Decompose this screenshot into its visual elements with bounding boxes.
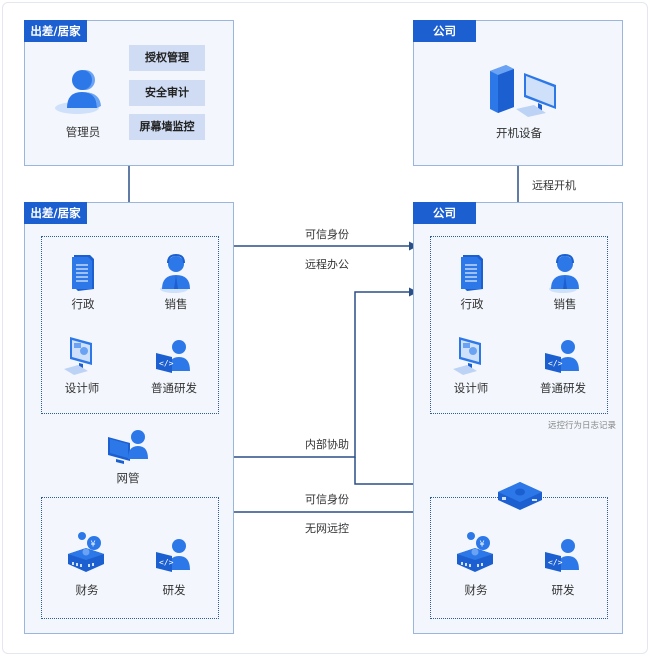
svg-text:</>: </>: [159, 359, 174, 368]
panel-tag: 出差/居家: [24, 202, 87, 224]
panel-company-users: 公司: [413, 202, 623, 634]
edge-label-internal-assist: 内部协助: [303, 436, 351, 452]
audit-log-note: 远控行为日志记录: [548, 421, 617, 431]
user-designer-monitor-label: 设计师: [64, 381, 100, 395]
headset-user-icon: [158, 253, 194, 297]
admin-label: 管理员: [65, 125, 101, 139]
developer-user-icon: </>: [543, 337, 583, 381]
svg-text:¥: ¥: [91, 540, 96, 549]
user-finance-machine-label: 财务: [75, 583, 99, 597]
user-finance-machine-label: 财务: [464, 583, 488, 597]
panel-tag: 公司: [413, 202, 476, 224]
user-document-label: 行政: [71, 297, 95, 311]
document-icon: [457, 253, 487, 297]
panel-company-device: 公司 开机设备: [413, 20, 623, 166]
user-document-label: 行政: [460, 297, 484, 311]
network-admin-label: 网管: [116, 471, 140, 485]
edge-label-trusted-identity: 可信身份: [303, 226, 351, 242]
panel-remote-users: 出差/居家: [24, 202, 234, 634]
user-designer-monitor-label: 设计师: [453, 381, 489, 395]
feature-auth-management[interactable]: 授权管理: [129, 45, 205, 71]
user-group-general: [430, 236, 608, 414]
user-headset-user-label: 销售: [553, 297, 577, 311]
edge-label-offline-remote: 无网远控: [303, 520, 351, 536]
edge-label-trusted-identity: 可信身份: [303, 491, 351, 507]
user-developer-user-label: 研发: [551, 583, 575, 597]
user-group-general: [41, 236, 219, 414]
desktop-computer-icon: [484, 61, 564, 123]
finance-machine-icon: ¥: [64, 530, 110, 580]
svg-text:</>: </>: [159, 558, 174, 567]
edge-label-remote-office: 远程办公: [303, 256, 351, 272]
document-icon: [68, 253, 98, 297]
user-developer-user-label: 研发: [162, 583, 186, 597]
panel-tag: 出差/居家: [24, 20, 87, 42]
designer-monitor-icon: [62, 333, 102, 381]
panel-remote-admin: 出差/居家 管理员 授权管理 安全审计 屏幕墙监控: [24, 20, 234, 166]
user-group-sensitive: [41, 497, 219, 619]
user-developer-user-label: 普通研发: [151, 381, 197, 395]
finance-machine-icon: ¥: [453, 530, 499, 580]
designer-monitor-icon: [451, 333, 491, 381]
developer-user-icon: </>: [154, 536, 194, 580]
network-admin-icon: [106, 427, 150, 471]
edge-label-remote-boot: 远程开机: [530, 177, 578, 193]
svg-text:</>: </>: [548, 558, 563, 567]
device-label: 开机设备: [496, 126, 542, 140]
panel-tag: 公司: [413, 20, 476, 42]
feature-security-audit[interactable]: 安全审计: [129, 80, 205, 106]
svg-text:¥: ¥: [480, 540, 485, 549]
developer-user-icon: </>: [543, 536, 583, 580]
user-headset-user-label: 销售: [164, 297, 188, 311]
admin-user-icon: [55, 66, 111, 120]
svg-text:</>: </>: [548, 359, 563, 368]
user-developer-user-label: 普通研发: [540, 381, 586, 395]
developer-user-icon: </>: [154, 337, 194, 381]
feature-screen-wall[interactable]: 屏幕墙监控: [129, 114, 205, 140]
headset-user-icon: [547, 253, 583, 297]
hardware-box-icon: [496, 478, 544, 518]
